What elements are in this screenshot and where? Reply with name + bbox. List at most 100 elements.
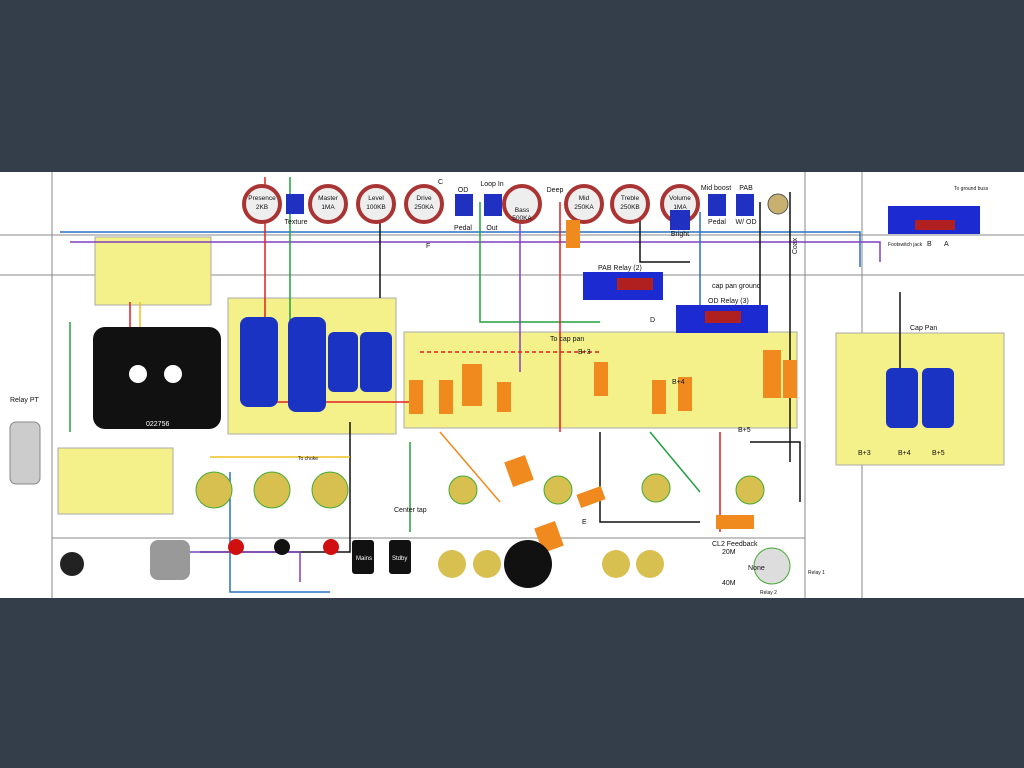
switch-od [455, 194, 473, 216]
to-choke-label: To choke [298, 456, 318, 462]
power-inlet [60, 552, 84, 576]
orange-cap [462, 364, 482, 406]
orange-cap [783, 360, 797, 398]
pot-labels: Presence 2KB Master 1MA Level 100KB Driv… [248, 195, 691, 222]
pot-value: 1MA [673, 204, 687, 211]
pot-value: 100KB [366, 204, 386, 211]
power-transformer [93, 327, 221, 429]
orange-cap [566, 220, 580, 248]
fuse-jack [228, 539, 244, 555]
cap-pan-b3: B+3 [858, 450, 871, 457]
switch-loop-label: Loop In [480, 181, 503, 188]
orange-cap [409, 380, 423, 414]
orange-cap [439, 380, 453, 414]
tube-socket [253, 471, 291, 509]
mains-label: Mains [356, 556, 372, 562]
center-tap-label: Center tap [394, 507, 427, 514]
b4-label: B+4 [672, 379, 685, 386]
pot-presence [242, 184, 282, 224]
transformers [9, 327, 221, 580]
switch-wod-label: W/ OD [736, 219, 757, 226]
node-d: D [650, 317, 655, 324]
tube-sockets [195, 471, 791, 588]
mains-switch [352, 540, 374, 574]
node-f: F [426, 243, 430, 250]
node-e: E [582, 519, 587, 526]
pot-label: Master [318, 195, 339, 202]
pots [242, 184, 700, 224]
relay-label: Midboost Relay (1) [913, 199, 972, 206]
pot-value: 500KA [512, 215, 532, 222]
fuse-jack [323, 539, 339, 555]
switch-bright [670, 210, 690, 230]
pot-label: Bass [515, 207, 530, 214]
pot-value: 2KB [256, 204, 268, 211]
orange-cap [576, 485, 606, 509]
tube-socket [735, 475, 765, 505]
pot-label: Volume [669, 195, 691, 202]
switch-labels: Texture OD Pedal Loop In Out Deep Bright… [285, 181, 799, 254]
node-b: B [927, 241, 932, 248]
to-ground-buss-label: To ground buss [954, 186, 989, 192]
relay1-label: Relay 1 [808, 570, 825, 576]
orange-cap [497, 382, 511, 412]
jacks [60, 539, 664, 578]
transformer-code: 022756 [146, 421, 169, 428]
switch-out-label: Out [486, 225, 497, 232]
capacitor [288, 317, 326, 412]
pot-bass [502, 184, 542, 224]
capacitor [360, 332, 392, 392]
relay-ps-board [94, 236, 212, 306]
to-cap-pan-label: To cap pan [550, 336, 584, 343]
pot-label: Mid [579, 195, 590, 202]
pot-value: 250KA [414, 204, 434, 211]
relay-pt [9, 421, 41, 485]
switch-deep-label: Deep [547, 187, 564, 194]
pot-label: Presence [248, 195, 276, 202]
node-c: C [438, 179, 443, 186]
switch-pedal2-label: Pedal [708, 219, 726, 226]
stdby-switch [389, 540, 411, 574]
pot-drive [404, 184, 444, 224]
pot-mid [564, 184, 604, 224]
switch-pab [736, 194, 754, 216]
cap-pan-ground-label: cap pan ground [712, 283, 761, 290]
tube-socket [641, 473, 671, 503]
orange-cap [504, 455, 534, 487]
switch-loop [484, 194, 502, 216]
pot-level [356, 184, 396, 224]
relay-label: PAB Relay (2) [598, 265, 642, 272]
b3-label: B+3 [578, 349, 591, 356]
pot-value: 1MA [321, 204, 335, 211]
b5-label: B+5 [738, 427, 751, 434]
stdby-label: Stdby [392, 556, 407, 562]
switches [286, 193, 789, 230]
input-jack [438, 550, 466, 578]
tube-socket [543, 475, 573, 505]
orange-cap [763, 350, 781, 398]
orange-caps [409, 220, 797, 553]
cap-pan-label: Cap Pan [910, 325, 937, 332]
fuse-jack [274, 539, 290, 555]
switch-od-label: OD [458, 187, 469, 194]
input-jack [636, 550, 664, 578]
switch-midboost-label: Mid boost [701, 185, 731, 192]
switch-texture [286, 194, 304, 214]
switch-midboost [708, 194, 726, 216]
footswitch-jack-label: Footswitch jack [888, 242, 923, 248]
pot-value: 250KB [620, 204, 640, 211]
switch-pab-label: PAB [739, 185, 753, 192]
r40m-label: 40M [722, 580, 736, 587]
orange-cap [594, 362, 608, 396]
cap-pan-b4: B+4 [898, 450, 911, 457]
orange-cap [678, 377, 692, 411]
switch-texture-label: Texture [285, 219, 308, 226]
orange-cap [716, 515, 754, 529]
relays [583, 206, 980, 333]
input-jack [602, 550, 630, 578]
bias-board [57, 447, 174, 515]
wires [60, 177, 901, 593]
coax-label: Coax [792, 237, 799, 254]
cl2-feedback-label: CL2 Feedback [712, 541, 758, 548]
relay-labels: Midboost Relay (1) PAB Relay (2) OD Rela… [598, 199, 972, 305]
